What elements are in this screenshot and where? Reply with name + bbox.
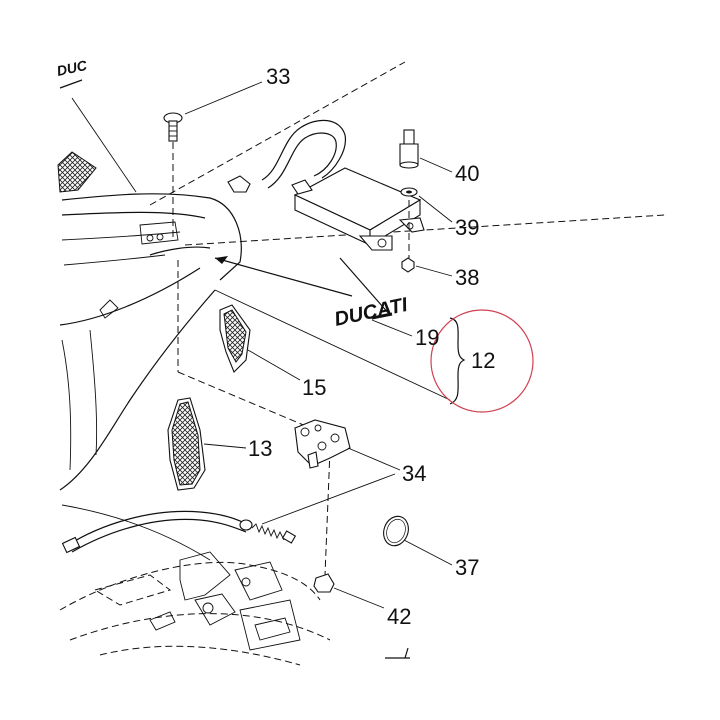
callout-38: 38 xyxy=(455,265,479,290)
callout-34: 34 xyxy=(402,461,426,486)
callout-13: 13 xyxy=(248,436,272,461)
callout-42: 42 xyxy=(387,604,411,629)
highlight-circle-12 xyxy=(430,309,534,413)
release-cable xyxy=(61,473,396,554)
part-39-washer xyxy=(400,187,453,223)
part-13-large-vent xyxy=(167,397,247,491)
part-42-clip xyxy=(313,573,385,609)
group-12-bracket xyxy=(449,317,466,405)
hose-pipe xyxy=(227,119,347,193)
callout-40: 40 xyxy=(455,161,479,186)
electronic-module-box xyxy=(291,167,425,251)
svg-text:DUC: DUC xyxy=(55,57,89,79)
part-15-side-vent xyxy=(219,304,301,381)
callout-15: 15 xyxy=(302,375,326,400)
callout-labels: 33 40 39 38 19 12 15 13 34 37 42 xyxy=(248,64,495,629)
part-34-latch xyxy=(294,419,401,471)
callout-33: 33 xyxy=(266,64,290,89)
lower-frame-drawing xyxy=(59,551,410,666)
left-mesh-vent xyxy=(57,151,97,193)
callout-12: 12 xyxy=(471,348,495,373)
tank-badge-fragment: DUC xyxy=(55,57,137,193)
part-37-o-ring xyxy=(383,515,453,566)
assembly-guide-lines xyxy=(149,61,666,576)
decal-text: DUCATI xyxy=(332,294,409,331)
callout-19: 19 xyxy=(415,325,439,350)
part-40-rubber-bushing xyxy=(399,129,453,173)
part-33-screw xyxy=(163,81,263,240)
callout-37: 37 xyxy=(455,555,479,580)
tank-body-drawing xyxy=(59,193,242,561)
callout-39: 39 xyxy=(455,215,479,240)
part-38-nut xyxy=(401,200,453,277)
